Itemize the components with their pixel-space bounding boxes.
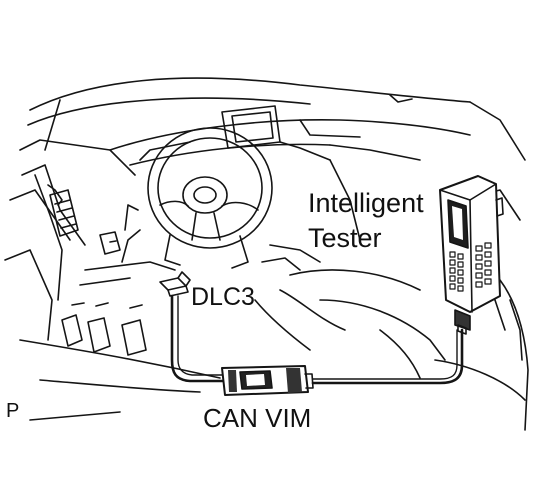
intelligent-tester-device [439,175,504,335]
left-pillar [4,139,136,341]
tester-cable [311,328,464,385]
center-display [221,105,331,161]
label-can-vim: CAN VIM [203,403,312,433]
dlc3-connector [159,271,191,297]
lower-dashboard [79,229,346,351]
label-intelligent: Intelligent [308,188,424,218]
dlc3-cable [170,294,224,383]
figure-mark: P [6,400,20,422]
center-console [289,159,526,401]
steering-wheel [147,127,273,269]
label-dlc3: DLC3 [191,283,255,311]
label-tester: Tester [308,223,382,253]
instrument-shroud [124,141,191,231]
pedals [61,302,147,356]
windshield-outline [27,77,526,161]
floor [19,339,221,421]
can-vim-module [221,365,314,396]
dashboard-top [109,94,471,166]
left-air-vent [49,189,79,237]
